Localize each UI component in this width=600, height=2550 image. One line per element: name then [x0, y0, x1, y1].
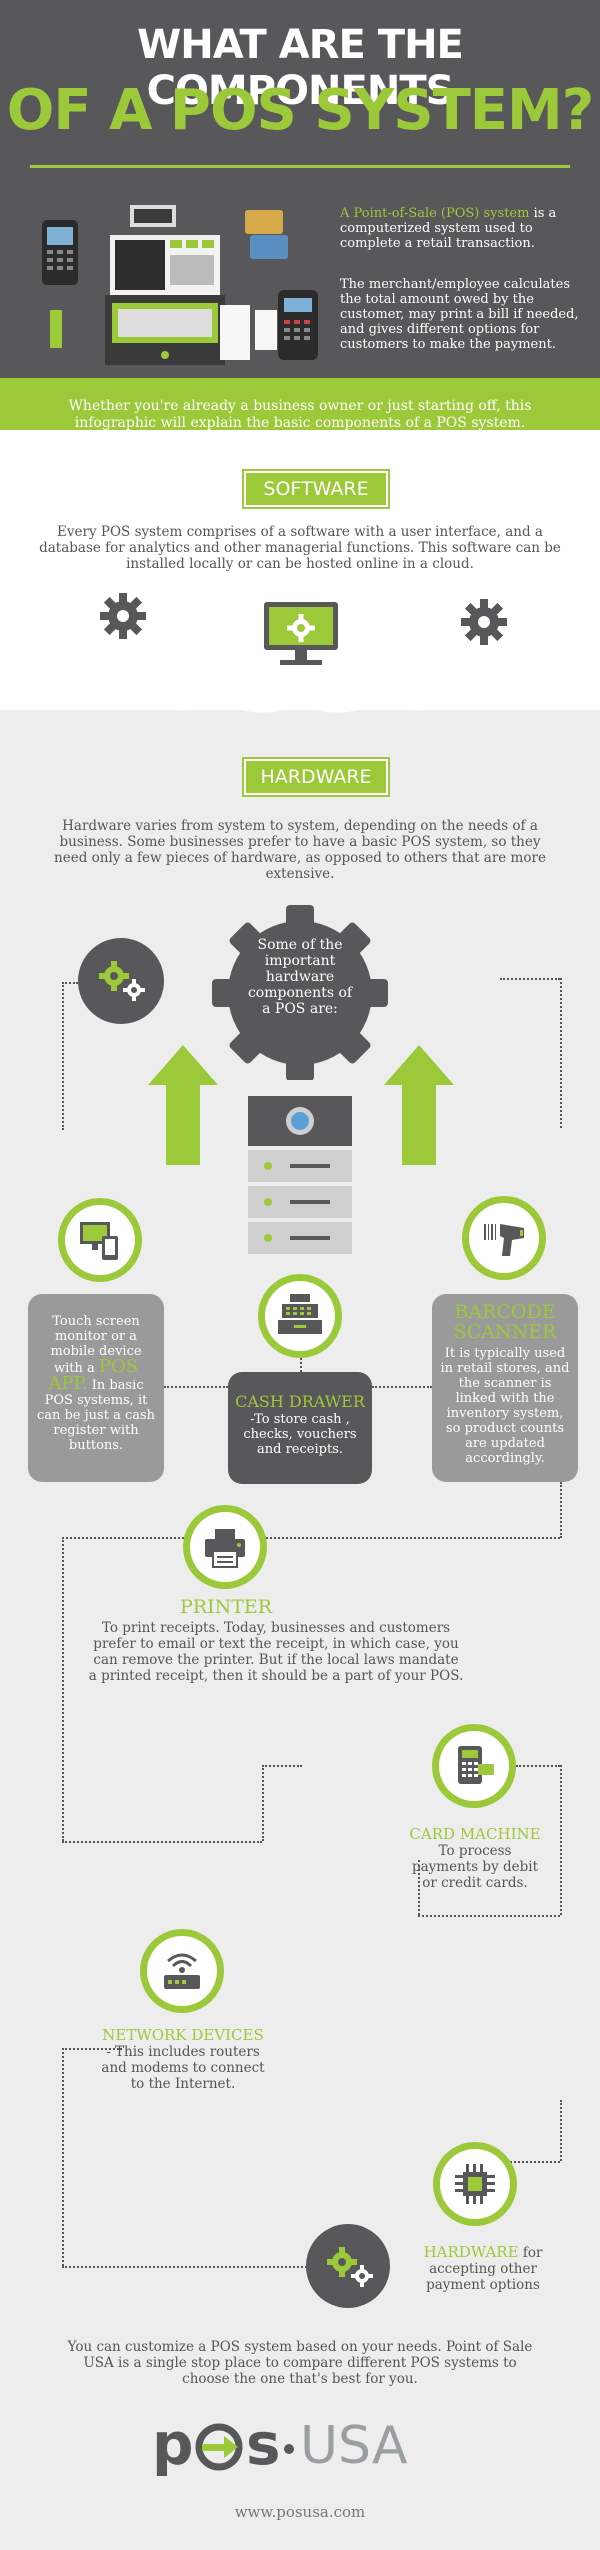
card-machine-title: CARD MACHINE	[409, 1825, 541, 1843]
cash-drawer-text: -To store cash , checks, vouchers and re…	[243, 1412, 357, 1457]
title-line-1: WHAT ARE THE COMPONENTS	[137, 22, 464, 114]
touch-screen-icon	[80, 1222, 118, 1260]
router-icon	[164, 1953, 200, 1989]
connector	[516, 1765, 560, 1767]
connector	[560, 978, 562, 1128]
logo-usa: USA	[300, 2416, 408, 2476]
connector	[62, 1537, 184, 1539]
gear-icon	[461, 599, 507, 645]
logo-arrow-icon	[195, 2423, 243, 2471]
cash-register-icon	[278, 1294, 322, 1334]
hardware-label: HARDWARE	[244, 759, 388, 795]
touch-screen-card	[28, 1294, 164, 1482]
cash-drawer-card	[228, 1372, 372, 1484]
connector	[300, 1358, 302, 1372]
software-text: Every POS system comprises of a software…	[39, 524, 561, 572]
touch-line-2: In basic POS systems, it can be just a c…	[36, 1378, 156, 1453]
logo-dot	[284, 2444, 294, 2454]
intro-band-text: Whether you're already a business owner …	[68, 398, 532, 431]
printer-title: PRINTER	[180, 1596, 273, 1618]
up-arrow-icon	[384, 1045, 454, 1165]
printer-icon	[205, 1529, 245, 1568]
title-divider	[30, 165, 570, 168]
connector	[62, 982, 64, 1130]
intro-text: A Point-of-Sale (POS) system is a comput…	[340, 206, 580, 251]
server-stack-icon	[248, 1096, 352, 1254]
connector	[500, 978, 560, 980]
connector	[164, 1386, 228, 1388]
connector	[560, 2100, 562, 2161]
logo-p: p	[152, 2410, 194, 2478]
posusa-logo: p s USA	[150, 2410, 450, 2480]
hardware-payment-for: for	[522, 2245, 543, 2261]
connector	[62, 2048, 122, 2050]
hardware-payment-title: HARDWARE	[423, 2243, 519, 2261]
hardware-text: Hardware varies from system to system, d…	[54, 818, 546, 882]
logo-s: s	[246, 2410, 281, 2478]
intro-rest: is a computerized system used to complet…	[340, 206, 557, 251]
intro-highlight: A Point-of-Sale (POS) system	[340, 206, 530, 221]
hardware-payment-rest: accepting other payment options	[426, 2261, 540, 2293]
card-machine-icon	[458, 1746, 494, 1784]
connector	[62, 1841, 262, 1843]
connector	[62, 982, 78, 984]
barcode-scanner-icon	[484, 1224, 524, 1256]
monitor-gear-icon	[264, 602, 338, 665]
pos-app-label: POS APP.	[48, 1356, 139, 1394]
connector	[560, 1765, 562, 1915]
cash-drawer-title: CASH DRAWER	[235, 1392, 365, 1411]
touch-screen-text: Touch screen monitor or a mobile device …	[34, 1314, 158, 1453]
pos-hardware-illustration	[42, 205, 318, 365]
connector	[262, 1765, 264, 1841]
closing-text: You can customize a POS system based on …	[67, 2339, 533, 2387]
connector	[62, 1537, 64, 1841]
barcode-card	[432, 1294, 578, 1482]
connector	[262, 1765, 302, 1767]
connector	[62, 2048, 64, 2266]
gears-icon	[327, 2247, 373, 2287]
gear-text: Some of the important hardware component…	[247, 937, 353, 1017]
connector	[560, 1482, 562, 1538]
gears-icon	[99, 961, 145, 1001]
printer-text: To print receipts. Today, businesses and…	[88, 1620, 464, 1684]
software-label: SOFTWARE	[244, 471, 388, 507]
connector	[418, 1915, 560, 1917]
barcode-title: BARCODE SCANNER	[453, 1301, 557, 1343]
touch-line-1: Touch screen monitor or a mobile device …	[50, 1314, 142, 1376]
hardware-payment-text: HARDWARE for accepting other payment opt…	[408, 2244, 558, 2293]
connector	[475, 2161, 560, 2163]
central-gear-icon	[212, 905, 388, 1080]
connector	[372, 1386, 432, 1388]
network-title: NETWORK DEVICES	[102, 2026, 264, 2044]
connector	[418, 1860, 420, 1915]
chip-icon	[455, 2164, 495, 2204]
gear-icon	[100, 593, 146, 639]
cloud-bottom-edge	[0, 640, 600, 713]
connector	[62, 2266, 307, 2268]
intro-band	[0, 378, 600, 440]
up-arrow-icon	[148, 1045, 218, 1165]
card-machine-text: To process payments by debit or credit c…	[411, 1843, 539, 1891]
connector	[262, 1537, 560, 1539]
network-text: - This includes routers and modems to co…	[101, 2044, 265, 2092]
barcode-text: It is typically used in retail stores, a…	[440, 1346, 570, 1466]
intro-paragraph-2: The merchant/employee calculates the tot…	[340, 277, 579, 352]
footer-url[interactable]: www.posusa.com	[234, 2503, 366, 2521]
title-line-2: OF A POS SYSTEM?	[6, 78, 595, 143]
